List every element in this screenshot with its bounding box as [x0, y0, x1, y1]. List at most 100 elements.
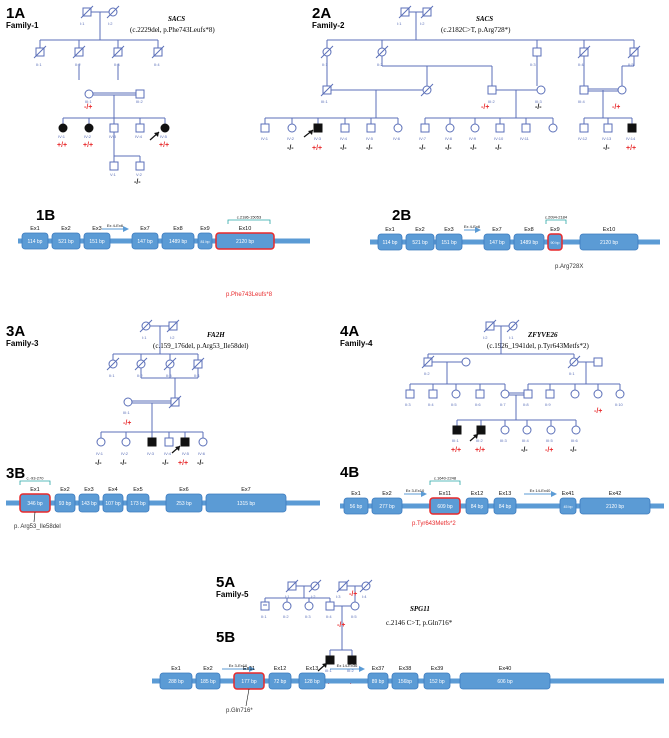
svg-text:III:4: III:4 — [522, 438, 529, 443]
panel-label-2b: 2B — [392, 207, 411, 224]
panel-label-5a: 5A — [216, 574, 235, 591]
svg-text:I:1: I:1 — [397, 21, 402, 26]
svg-text:IV:6: IV:6 — [198, 451, 206, 456]
exon-size: 288 bp — [168, 679, 184, 685]
genotype: -/- — [470, 145, 477, 152]
exon-name: Ex38 — [399, 666, 412, 672]
svg-text:IV:3: IV:3 — [314, 136, 322, 141]
genotype: -/- — [287, 145, 294, 152]
variant-2: (c.2182C>T, p.Arg728*) — [441, 26, 511, 34]
variant-4: (c.1926_1941del, p.Tyr643Metfs*2) — [487, 342, 589, 350]
svg-text:II:4: II:4 — [578, 62, 584, 67]
exon-name: Ex5 — [133, 487, 142, 493]
variant-5: c.2146 C>T, p.Gln716* — [386, 619, 453, 627]
svg-text:III:1: III:1 — [321, 99, 328, 104]
variant-3: (c.159_176del, p.Arg53_Ile58del) — [153, 342, 249, 350]
svg-text:IV:9: IV:9 — [469, 136, 477, 141]
exon-size: 521 bp — [58, 239, 74, 245]
genotype: +/+ — [178, 460, 188, 467]
exon-name: Ex7 — [140, 226, 149, 232]
svg-text:IV:7: IV:7 — [419, 136, 427, 141]
genotype: -/- — [535, 104, 542, 111]
pedigree-family-4 — [405, 319, 625, 435]
exon-box — [268, 672, 292, 690]
exon-size: 277 bp — [379, 504, 395, 510]
exon-size: 45 bp — [564, 505, 573, 509]
pedigree-family-5 — [260, 579, 373, 665]
genotype: +/+ — [312, 145, 322, 152]
exon-name: Ex1 — [171, 666, 180, 672]
svg-text:II:3: II:3 — [114, 62, 120, 67]
genotype: -/+ — [337, 622, 345, 629]
exon-name: Ex9 — [550, 227, 559, 233]
svg-text:III:1: III:1 — [325, 668, 332, 673]
exon-name: Ex37 — [372, 666, 385, 672]
svg-text:III:6: III:6 — [571, 438, 578, 443]
exon-size: 72 bp — [274, 679, 287, 685]
genotype: -/- — [419, 145, 426, 152]
mutation-label: p.Tyr643Metfs*2 — [412, 521, 456, 527]
svg-text:IV:3: IV:3 — [147, 451, 155, 456]
exon-name: Ex1 — [30, 487, 39, 493]
exon-box — [197, 232, 213, 250]
exon-range-label: Ex 4-Ex6 — [107, 223, 124, 228]
svg-text:I:2: I:2 — [420, 21, 425, 26]
exon-name: Ex3 — [92, 226, 101, 232]
exon-name: Ex13 — [306, 666, 319, 672]
svg-text:IV:2: IV:2 — [84, 134, 92, 139]
svg-text:IV:12: IV:12 — [578, 136, 588, 141]
exon-box — [423, 672, 451, 690]
exon-size: 609 bp — [437, 504, 453, 510]
svg-text:II:3: II:3 — [166, 373, 172, 378]
cdna-bracket — [429, 480, 461, 485]
genotype: -/- — [134, 179, 141, 186]
svg-text:IV:1: IV:1 — [58, 134, 66, 139]
svg-text:III:1: III:1 — [452, 438, 459, 443]
genotype: -/+ — [84, 104, 92, 111]
exon-box — [429, 497, 461, 515]
exon-name: Ex39 — [431, 666, 444, 672]
svg-text:II:5: II:5 — [451, 402, 457, 407]
exon-box — [159, 672, 193, 690]
family-label-4: Family-4 — [340, 339, 373, 348]
exon-box — [459, 672, 551, 690]
exon-name: Ex10 — [239, 226, 252, 232]
exon-box — [343, 497, 369, 515]
exon-range-label: Ex 3-Ex10 — [406, 488, 425, 493]
mutation-label: p. Arg53_Ile58del — [14, 524, 61, 530]
exon-box — [161, 232, 195, 250]
cdna-bracket — [545, 219, 567, 224]
exon-size: 177 bp — [241, 679, 257, 685]
exon-size: 606 bp — [497, 679, 513, 685]
exon-name: Ex11 — [243, 666, 255, 672]
exon-name: Ex10 — [603, 227, 616, 233]
exon-box — [83, 232, 111, 250]
panel-3a: 3A Family-3 FA2H (c.159_176del, p.Arg53_… — [6, 319, 249, 467]
mutation-label: p.Arg728X — [555, 264, 583, 270]
exon-box — [493, 497, 517, 515]
svg-text:I:1: I:1 — [509, 335, 514, 340]
exon-box — [547, 233, 563, 251]
exon-size: 152 bp — [429, 679, 445, 685]
exon-name: Ex8 — [524, 227, 533, 233]
svg-text:III:5: III:5 — [546, 438, 553, 443]
genotype: -/- — [495, 145, 502, 152]
exon-box — [215, 232, 275, 250]
svg-text:IV:5: IV:5 — [366, 136, 374, 141]
exon-name: Ex12 — [471, 491, 484, 497]
panel-label-3a: 3A — [6, 323, 25, 340]
genotype: -/- — [162, 460, 169, 467]
exon-size: 81 bp — [201, 240, 210, 244]
svg-text:III:1: III:1 — [123, 410, 130, 415]
svg-text:II:3: II:3 — [305, 614, 311, 619]
svg-text:III:1: III:1 — [85, 99, 92, 104]
genotype: -/- — [120, 460, 127, 467]
panel-label-1b: 1B — [36, 207, 55, 224]
family-label-2: Family-2 — [312, 21, 345, 30]
exon-name: Ex40 — [499, 666, 512, 672]
svg-text:IV:1: IV:1 — [261, 136, 269, 141]
gene-name-3: FA2H — [207, 331, 225, 339]
genotype: -/+ — [481, 104, 489, 111]
svg-text:IV:1: IV:1 — [96, 451, 104, 456]
